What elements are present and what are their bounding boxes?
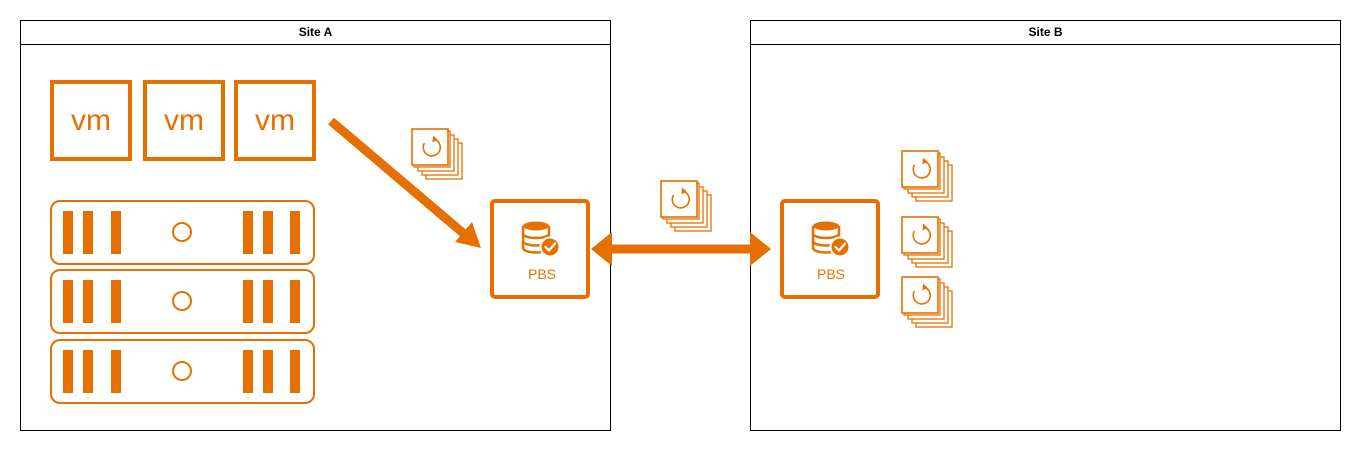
vm-label: vm — [164, 104, 204, 137]
vm-box-3: vm — [234, 80, 316, 161]
pbs-label: PBS — [817, 266, 845, 282]
site-a-title: Site A — [21, 21, 610, 45]
pbs-server-site-b: PBS — [780, 199, 880, 299]
vm-icon — [234, 80, 316, 161]
vm-label: vm — [71, 104, 111, 137]
vm-box-1: vm — [50, 80, 132, 161]
site-b-title: Site B — [751, 21, 1340, 45]
server-1 — [50, 200, 315, 265]
vm-label: vm — [255, 104, 295, 137]
snapshot-stack-icon — [901, 216, 953, 268]
pbs-server-site-a: PBS — [490, 199, 590, 299]
server-2 — [50, 269, 315, 334]
snapshot-stack-icon — [901, 150, 953, 202]
vm-box-2: vm — [143, 80, 225, 161]
snapshot-stack-icon — [901, 276, 953, 328]
server-3 — [50, 339, 315, 404]
vm-icon — [143, 80, 225, 161]
arrow-icon — [328, 117, 466, 237]
pbs-label: PBS — [528, 266, 556, 282]
snapshot-stack-icon — [411, 128, 463, 180]
snapshot-stack-icon — [660, 180, 712, 232]
backup-arrow — [328, 117, 481, 248]
vm-icon — [50, 80, 132, 161]
sync-arrow — [591, 232, 771, 266]
